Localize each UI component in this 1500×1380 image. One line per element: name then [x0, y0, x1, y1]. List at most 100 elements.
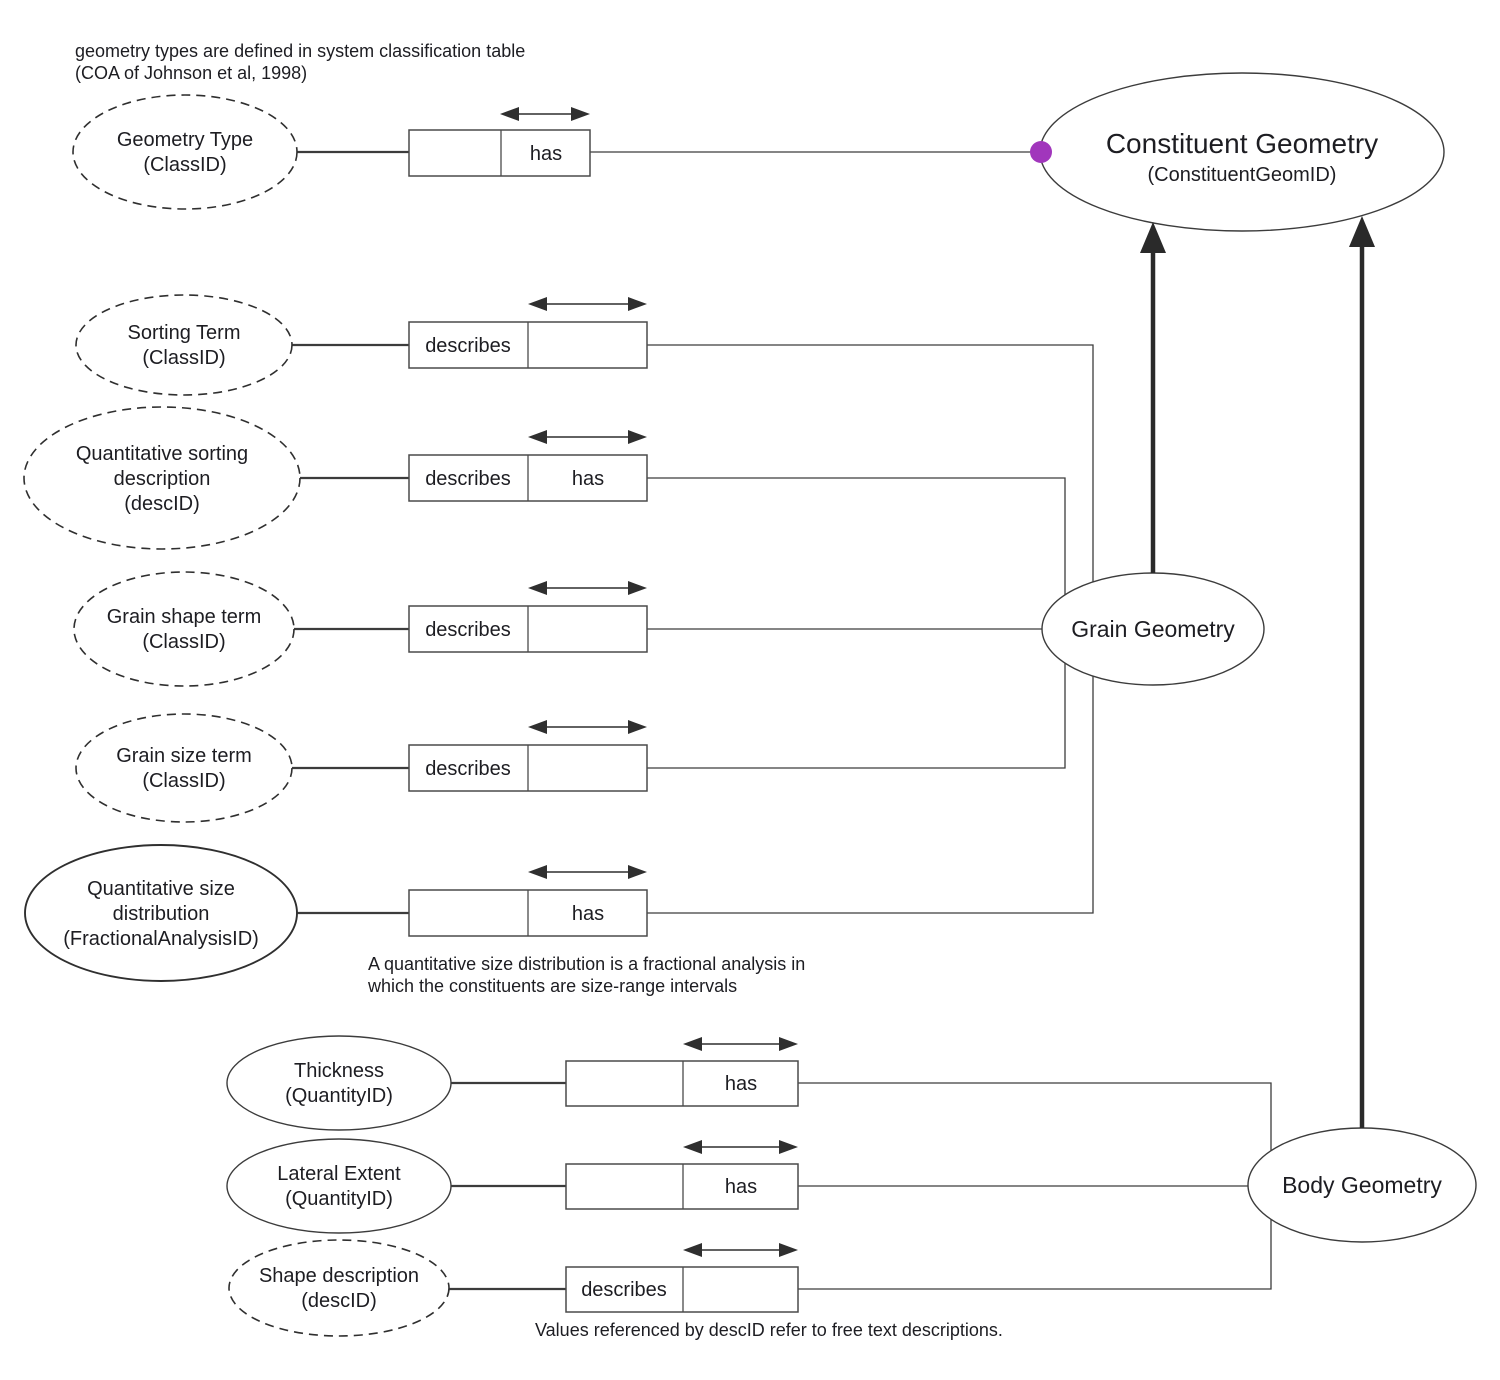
- double-arrow-icon: [683, 1037, 702, 1051]
- double-arrow-icon: [779, 1243, 798, 1257]
- entity-sublabel: (ClassID): [142, 631, 225, 653]
- entity-ellipse-quant-size: [24, 844, 298, 982]
- double-arrow-icon: [528, 430, 547, 444]
- entity-constituent-geometry: Constituent Geometry (ConstituentGeomID): [1106, 128, 1378, 186]
- arrow-body-to-constituent: [1349, 216, 1375, 1128]
- entity-sublabel: (descID): [124, 493, 200, 515]
- entity-ellipse-quant-sorting: [23, 406, 301, 550]
- entity-label: Quantitative size: [87, 878, 235, 900]
- double-arrow-icon: [779, 1140, 798, 1154]
- entity-grain-shape-term: Grain shape term (ClassID): [107, 606, 262, 653]
- relationship-box-r6: has: [408, 865, 648, 937]
- entity-sublabel: (ConstituentGeomID): [1148, 164, 1337, 186]
- relationship-box-r8: has: [565, 1140, 799, 1210]
- double-arrow-icon: [571, 107, 590, 121]
- relationship-right-label: has: [572, 468, 604, 490]
- relationship-box-r2: describes: [408, 297, 648, 369]
- relationship-left-label: describes: [425, 758, 511, 780]
- arrow-up-icon: [1140, 222, 1166, 253]
- double-arrow-icon: [628, 720, 647, 734]
- relationship-left-label: describes: [425, 335, 511, 357]
- double-arrow-icon: [528, 720, 547, 734]
- entity-grain-size-term: Grain size term (ClassID): [116, 745, 252, 792]
- relationship-left-label: describes: [425, 468, 511, 490]
- entity-label: Thickness: [294, 1060, 384, 1082]
- annotations: geometry types are defined in system cla…: [75, 41, 1003, 1340]
- connector-lines: [590, 151, 1272, 1290]
- relationship-box-r9: describes: [565, 1243, 799, 1313]
- connector-quantsize-graingeometry: [647, 676, 1094, 914]
- relationship-box-r7: has: [565, 1037, 799, 1107]
- connector-thickness-bodygeometry: [798, 1082, 1272, 1151]
- entity-sublabel: (ClassID): [142, 347, 225, 369]
- entity-sublabel: (ClassID): [142, 770, 225, 792]
- entity-shape-description: Shape description (descID): [259, 1265, 419, 1312]
- connector-shapedesc-bodygeometry: [798, 1219, 1272, 1290]
- note-top-line1: geometry types are defined in system cla…: [75, 41, 525, 61]
- relationship-box-r5: describes: [408, 720, 648, 792]
- entity-sublabel: (QuantityID): [285, 1085, 393, 1107]
- entity-quantitative-sorting-description: Quantitative sorting description (descID…: [76, 443, 248, 515]
- note-middle-line1: A quantitative size distribution is a fr…: [368, 954, 805, 974]
- entity-sublabel: (ClassID): [143, 154, 226, 176]
- entity-sublabel: (descID): [301, 1290, 377, 1312]
- arrow-grain-to-constituent: [1140, 222, 1166, 573]
- entity-ellipse-grain-size: [75, 713, 293, 823]
- double-arrow-icon: [628, 297, 647, 311]
- double-arrow-icon: [528, 297, 547, 311]
- entity-label: Shape description: [259, 1265, 419, 1287]
- entity-labels: Geometry Type (ClassID) Sorting Term (Cl…: [63, 128, 1442, 1312]
- entity-label: Constituent Geometry: [1106, 128, 1378, 159]
- double-arrow-icon: [628, 865, 647, 879]
- entity-ellipse-geometry-type: [72, 94, 298, 210]
- entity-ellipse-sorting-term: [75, 294, 293, 396]
- entity-lateral-extent: Lateral Extent (QuantityID): [277, 1163, 401, 1210]
- entity-ellipse-lateral-extent: [226, 1138, 452, 1234]
- entity-quantitative-size-distribution: Quantitative size distribution (Fraction…: [63, 878, 259, 950]
- double-arrow-icon: [683, 1243, 702, 1257]
- note-middle-line2: which the constituents are size-range in…: [367, 976, 737, 996]
- double-arrow-icon: [779, 1037, 798, 1051]
- relationship-left-label: describes: [581, 1279, 667, 1301]
- relationship-right-label: has: [572, 903, 604, 925]
- relationship-box-r3: describes has: [408, 430, 648, 502]
- entity-label: Body Geometry: [1282, 1172, 1442, 1198]
- relationship-right-label: has: [725, 1073, 757, 1095]
- note-top-line2: (COA of Johnson et al, 1998): [75, 63, 307, 83]
- entity-label: Grain size term: [116, 745, 252, 767]
- entity-body-geometry: Body Geometry: [1282, 1172, 1442, 1198]
- relationship-box-r1: has: [408, 107, 591, 177]
- entity-ellipse-shape-description: [228, 1239, 450, 1337]
- entity-label: Lateral Extent: [277, 1163, 401, 1185]
- stub-lines: [291, 150, 566, 1291]
- entity-label2: description: [114, 468, 211, 490]
- note-bottom: Values referenced by descID refer to fre…: [535, 1320, 1003, 1340]
- relationship-right-label: has: [725, 1176, 757, 1198]
- entity-geometry-type: Geometry Type (ClassID): [117, 129, 253, 176]
- connector-grainsize-graingeometry: [647, 663, 1066, 769]
- entity-grain-geometry: Grain Geometry: [1071, 616, 1235, 642]
- entity-label2: distribution: [113, 903, 210, 925]
- entity-ellipse-thickness: [226, 1035, 452, 1131]
- entity-shapes: [23, 72, 1477, 1337]
- entity-sorting-term: Sorting Term (ClassID): [127, 322, 240, 369]
- double-arrow-icon: [528, 581, 547, 595]
- connector-sortingterm-graingeometry: [647, 344, 1094, 582]
- entity-label: Geometry Type: [117, 129, 253, 151]
- entity-label: Sorting Term: [127, 322, 240, 344]
- entity-label: Grain Geometry: [1071, 616, 1235, 642]
- entity-ellipse-grain-shape: [73, 571, 295, 687]
- double-arrow-icon: [500, 107, 519, 121]
- entity-label: Grain shape term: [107, 606, 262, 628]
- double-arrow-icon: [528, 865, 547, 879]
- entity-sublabel: (QuantityID): [285, 1188, 393, 1210]
- relationship-box-r4: describes: [408, 581, 648, 653]
- double-arrow-icon: [628, 581, 647, 595]
- relationship-left-label: describes: [425, 619, 511, 641]
- arrow-up-icon: [1349, 216, 1375, 247]
- connector-quantsorting-graingeometry: [647, 477, 1066, 595]
- entity-label: Quantitative sorting: [76, 443, 248, 465]
- entity-sublabel: (FractionalAnalysisID): [63, 928, 259, 950]
